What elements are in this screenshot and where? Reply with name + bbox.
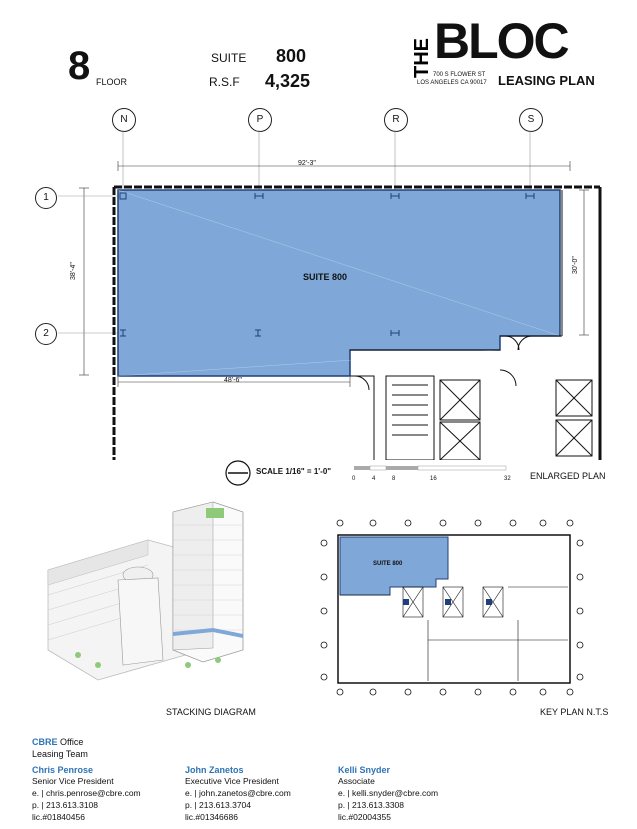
address-line2: LOS ANGELES CA 90017 [417, 80, 487, 86]
suite-800-area [117, 189, 561, 377]
logo-the: THE [413, 38, 431, 78]
scale-tick-8: 8 [392, 476, 396, 482]
column-label-n: N [112, 108, 136, 132]
address-line1: 700 S FLOWER ST [433, 72, 486, 78]
scale-bar [225, 460, 507, 486]
contact-title: Senior Vice President [32, 776, 114, 786]
column-label-s: S [519, 108, 543, 132]
company-line: CBRE Office [32, 737, 83, 747]
contact-license: lic.#01840456 [32, 812, 85, 822]
key-plan-suite-label: SUITE 800 [373, 561, 403, 567]
floor-number: 8 [68, 44, 91, 88]
contact-card: Kelli Snyder Associate e. | kelli.snyder… [338, 765, 483, 823]
contact-license: lic.#02004355 [338, 812, 391, 822]
scale-text: SCALE 1/16" = 1'-0" [256, 467, 332, 476]
suite-name-label: SUITE 800 [303, 272, 348, 282]
logo-the-text: THE [413, 38, 431, 78]
suite-label: SUITE [211, 51, 247, 65]
stacking-caption: STACKING DIAGRAM [166, 707, 256, 717]
dim-left-label: 38'-4" [70, 262, 77, 280]
leasing-plan-label: LEASING PLAN [498, 73, 595, 88]
column-label-p: P [248, 108, 272, 132]
scale-tick-0: 0 [352, 476, 356, 482]
key-plan [320, 519, 584, 696]
enlarged-plan-caption: ENLARGED PLAN [530, 471, 606, 481]
contact-phone[interactable]: p. | 213.613.3704 [185, 800, 252, 810]
dim-bottom-label: 48'-6" [224, 377, 242, 384]
dim-top-label: 92'-3" [298, 160, 316, 167]
scale-tick-16: 16 [430, 476, 437, 482]
dim-right-label: 30'-0" [572, 256, 579, 274]
column-label-r: R [384, 108, 408, 132]
stacking-diagram [47, 501, 244, 681]
contact-title: Executive Vice President [185, 776, 279, 786]
contact-email[interactable]: e. | john.zanetos@cbre.com [185, 788, 291, 798]
contact-email[interactable]: e. | kelli.snyder@cbre.com [338, 788, 439, 798]
rsf-label: R.S.F [209, 75, 240, 89]
contact-name: John Zanetos [185, 765, 244, 775]
logo-bloc: BLOC [434, 13, 570, 69]
contact-card: Chris Penrose Senior Vice President e. |… [32, 765, 177, 823]
row-label-2: 2 [35, 323, 57, 345]
key-plan-caption: KEY PLAN N.T.S [540, 707, 609, 717]
contact-email[interactable]: e. | chris.penrose@cbre.com [32, 788, 141, 798]
scale-tick-32: 32 [504, 476, 511, 482]
suite-value: 800 [276, 46, 307, 66]
contact-title: Associate [338, 776, 375, 786]
contact-phone[interactable]: p. | 213.613.3308 [338, 800, 405, 810]
enlarged-floor-plan [58, 130, 602, 460]
company-suffix: Office [60, 737, 84, 747]
row-label-1: 1 [35, 187, 57, 209]
contact-card: John Zanetos Executive Vice President e.… [185, 765, 330, 823]
contact-name: Chris Penrose [32, 765, 94, 775]
contact-license: lic.#01346686 [185, 812, 238, 822]
company-name: CBRE [32, 737, 58, 747]
contact-name: Kelli Snyder [338, 765, 391, 775]
floor-label: FLOOR [96, 77, 128, 87]
scale-tick-4: 4 [372, 476, 376, 482]
north-arrow-icon [225, 460, 251, 486]
team-label: Leasing Team [32, 749, 88, 759]
contact-phone[interactable]: p. | 213.613.3108 [32, 800, 99, 810]
rsf-value: 4,325 [265, 71, 311, 91]
